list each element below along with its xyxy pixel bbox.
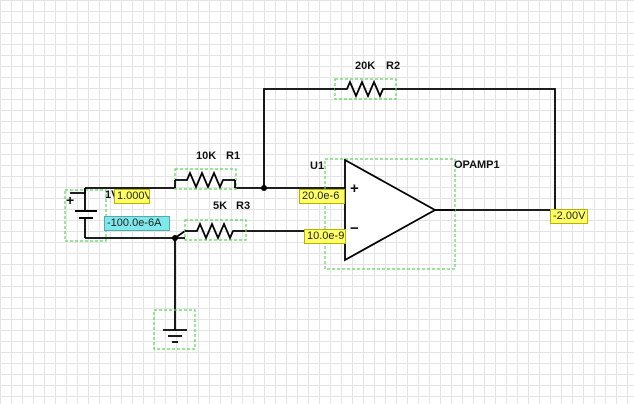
r3-name-label: R3 [236,200,251,212]
resistor-r3[interactable] [184,219,247,241]
source-plus-sign: + [66,192,75,208]
resistor-r2[interactable] [334,78,397,100]
r2-value-label: 20K [355,60,376,72]
opamp-u1[interactable] [324,158,456,270]
feedback-wire[interactable] [263,88,335,188]
opamp-output-probe[interactable]: -2.00V [550,209,588,224]
voltage-source[interactable] [64,188,107,242]
source-voltage-probe[interactable]: 1.000V [114,189,150,204]
source-current-probe[interactable]: -100.0e-6A [104,216,170,231]
r2-name-label: R2 [386,60,401,72]
r1-name-label: R1 [226,150,241,162]
r1-value-label: 10K [196,150,217,162]
junction-dot [261,185,267,191]
junction-dot [172,235,178,241]
opamp-plus-sign: + [350,180,359,197]
wires [70,88,556,330]
feedback-wire-right[interactable] [395,88,556,211]
resistor-r1[interactable] [174,168,237,190]
opamp-name-label: OPAMP1 [454,159,500,171]
opamp-minus-probe[interactable]: 10.0e-9 [304,229,346,244]
opamp-plus-probe[interactable]: 20.0e-6 [299,189,345,204]
r3-value-label: 5K [213,200,228,212]
opamp-ref-label: U1 [310,160,325,172]
ground-symbol[interactable] [153,309,196,350]
opamp-minus-sign: − [350,220,359,237]
